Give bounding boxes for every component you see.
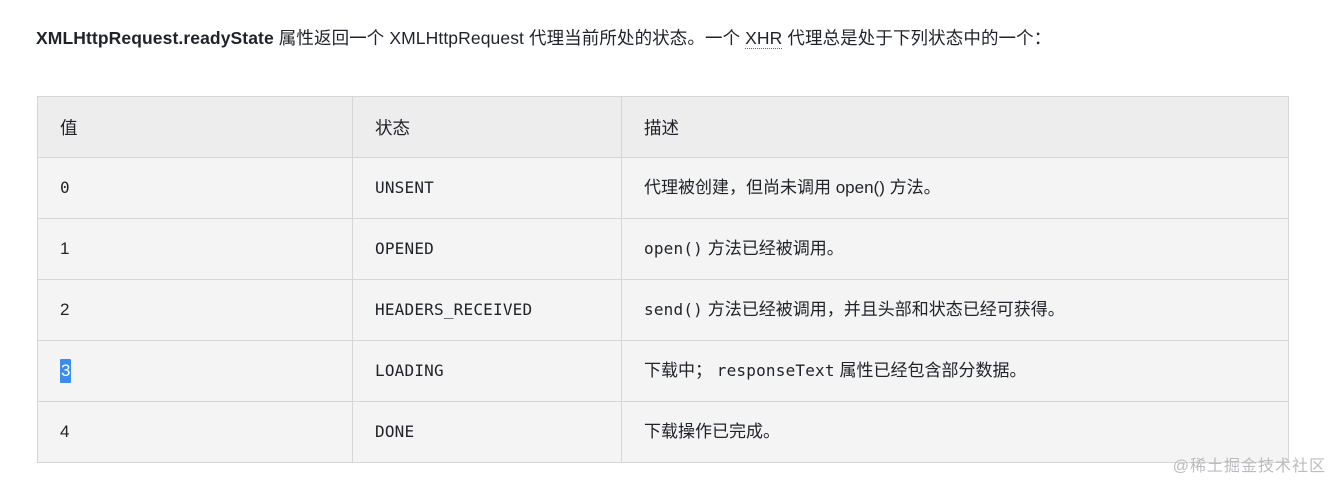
cell-state: OPENED bbox=[352, 218, 622, 280]
state-name: UNSENT bbox=[375, 178, 434, 197]
cell-state: LOADING bbox=[352, 340, 622, 402]
cell-description: 下载操作已完成。 bbox=[621, 401, 1289, 463]
table-row: 1 OPENED open() 方法已经被调用。 bbox=[37, 218, 1289, 280]
cell-value[interactable]: 2 bbox=[37, 279, 353, 341]
table-header-row: 值 状态 描述 bbox=[37, 96, 1289, 158]
cell-value[interactable]: 1 bbox=[37, 218, 353, 280]
table-head: 值 状态 描述 bbox=[37, 96, 1289, 158]
table-row: 4 DONE 下载操作已完成。 bbox=[37, 401, 1289, 463]
description-code: send() bbox=[644, 299, 703, 319]
value-text-selected: 3 bbox=[60, 359, 72, 383]
description-text: 下载中； bbox=[644, 360, 717, 380]
description-code: open() bbox=[644, 238, 703, 258]
cell-value[interactable]: 4 bbox=[37, 401, 353, 463]
description-text: 代理被创建，但尚未调用 open() 方法。 bbox=[644, 177, 941, 197]
cell-description: 下载中； responseText 属性已经包含部分数据。 bbox=[621, 340, 1289, 402]
ready-state-table-wrapper: 值 状态 描述 0 UNSENT 代理被创建，但尚未调用 open() 方法。 1 OP… bbox=[37, 96, 1289, 463]
value-text: 1 bbox=[60, 239, 70, 258]
state-name: DONE bbox=[375, 422, 415, 441]
cell-description: send() 方法已经被调用，并且头部和状态已经可获得。 bbox=[621, 279, 1289, 341]
table-row: 3 LOADING 下载中； responseText 属性已经包含部分数据。 bbox=[37, 340, 1289, 402]
description-code: responseText bbox=[716, 360, 835, 380]
state-name: LOADING bbox=[375, 361, 444, 380]
cell-value[interactable]: 0 bbox=[37, 157, 353, 219]
table-body: 0 UNSENT 代理被创建，但尚未调用 open() 方法。 1 OPENED open… bbox=[37, 157, 1289, 463]
description-text-tail: 属性已经包含部分数据。 bbox=[834, 360, 1027, 380]
cell-state: UNSENT bbox=[352, 157, 622, 219]
state-name: OPENED bbox=[375, 239, 434, 258]
property-name: XMLHttpRequest.readyState bbox=[36, 27, 274, 48]
cell-description: open() 方法已经被调用。 bbox=[621, 218, 1289, 280]
xhr-abbreviation: XHR bbox=[745, 27, 783, 49]
table-row: 2 HEADERS_RECEIVED send() 方法已经被调用，并且头部和状态已… bbox=[37, 279, 1289, 341]
column-header-description: 描述 bbox=[621, 96, 1289, 158]
description-text-tail: 方法已经被调用。 bbox=[703, 238, 844, 258]
value-text: 4 bbox=[60, 422, 70, 441]
cell-description: 代理被创建，但尚未调用 open() 方法。 bbox=[621, 157, 1289, 219]
description-text: 下载操作已完成。 bbox=[644, 421, 780, 441]
intro-text-2: 代理总是处于下列状态中的一个： bbox=[782, 27, 1052, 48]
state-name: HEADERS_RECEIVED bbox=[375, 300, 533, 319]
ready-state-table: 值 状态 描述 0 UNSENT 代理被创建，但尚未调用 open() 方法。 1 OP… bbox=[37, 96, 1289, 463]
description-text-tail: 方法已经被调用，并且头部和状态已经可获得。 bbox=[703, 299, 1065, 319]
value-text: 2 bbox=[60, 300, 70, 319]
column-header-state: 状态 bbox=[352, 96, 622, 158]
cell-state: DONE bbox=[352, 401, 622, 463]
value-text: 0 bbox=[60, 178, 70, 197]
intro-text-1: 属性返回一个 XMLHttpRequest 代理当前所处的状态。一个 bbox=[273, 27, 746, 48]
column-header-value: 值 bbox=[37, 96, 353, 158]
cell-value[interactable]: 3 bbox=[37, 340, 353, 402]
table-row: 0 UNSENT 代理被创建，但尚未调用 open() 方法。 bbox=[37, 157, 1289, 219]
intro-paragraph: XMLHttpRequest.readyState 属性返回一个 XMLHttp… bbox=[36, 23, 1316, 54]
cell-state: HEADERS_RECEIVED bbox=[352, 279, 622, 341]
